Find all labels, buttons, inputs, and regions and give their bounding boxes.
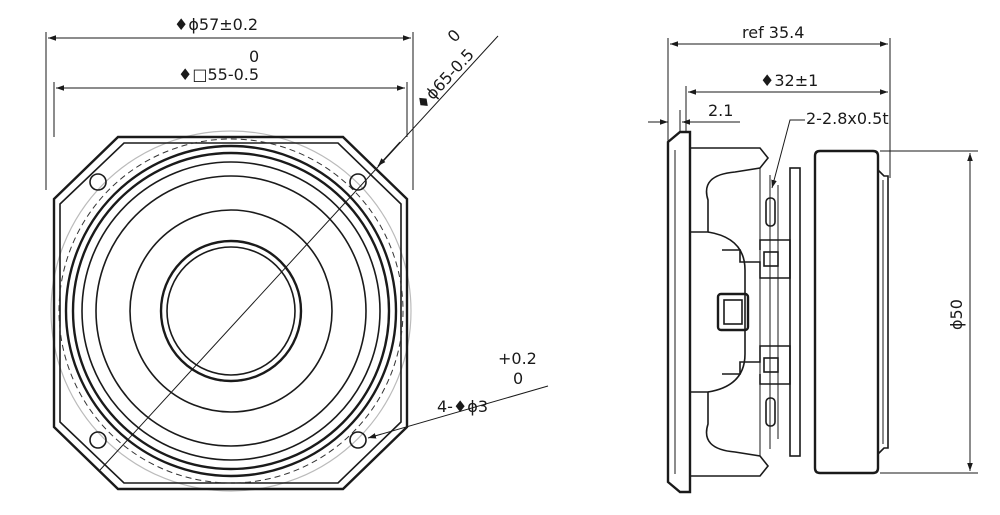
front-ring-4 (95, 175, 367, 447)
side-magnet-cap (877, 169, 889, 455)
side-basket-bottom (690, 391, 770, 477)
dim-text-55-tol: 0 (249, 47, 259, 66)
mount-hole-tr (349, 173, 367, 191)
front-dashed-circle (58, 138, 404, 484)
terminal-lug-bottom (722, 345, 791, 385)
front-ring-2 (71, 151, 391, 471)
dim-text-holes-tol-bottom: 0 (513, 369, 523, 388)
terminal-lug-top (722, 239, 791, 279)
dim-text-ref: ref 35.4 (742, 23, 804, 42)
front-ring-6 (159, 239, 303, 383)
terminal-lug-bottom-sq (763, 357, 779, 373)
dim-text-holes-tol-top: +0.2 (498, 349, 537, 368)
terminal-slot-top (765, 197, 776, 227)
diag-arrow-head (377, 141, 401, 167)
dim-text-65: ♦ϕ65-0.5 (412, 45, 478, 114)
side-basket-top (690, 147, 770, 233)
dim-text-55: ♦□55-0.5 (178, 65, 259, 84)
front-frame-outer (52, 135, 409, 491)
terminal-slot-bottom (765, 397, 776, 427)
diag-dim-line (99, 35, 499, 471)
dim-text-holes: 4-♦ϕ3 (437, 397, 488, 416)
front-view: ♦ϕ57±0.2 0 ♦□55-0.5 0 ♦ϕ65-0.5 +0.2 4-♦ϕ… (45, 15, 549, 492)
front-ghost-circle (50, 130, 412, 492)
side-view: ref 35.4 ♦32±1 2.1 2-2.8x0.5t ϕ50 (648, 23, 978, 494)
mount-hole-br (349, 431, 367, 449)
mount-hole-bl (89, 431, 107, 449)
side-flange (666, 130, 692, 494)
hole-leader (367, 385, 549, 439)
side-magnet (813, 149, 880, 475)
dim-text-32: ♦32±1 (760, 71, 818, 90)
side-vent (716, 292, 750, 332)
terminal-lug-top-sq (763, 251, 779, 267)
front-ring-3 (81, 161, 381, 461)
front-ring-7 (166, 246, 296, 376)
side-vent-inner (723, 299, 743, 325)
front-frame-inner (59, 142, 402, 484)
dim-text-50: ϕ50 (947, 299, 966, 330)
terminal-leader (771, 119, 805, 189)
front-ring-1 (64, 144, 398, 478)
dim-text-terminal: 2-2.8x0.5t (806, 109, 889, 128)
dim-text-65-tol: 0 (444, 26, 465, 46)
side-backplate (789, 167, 801, 457)
mount-hole-tl (89, 173, 107, 191)
dim-text-57: ♦ϕ57±0.2 (174, 15, 258, 34)
dim-text-flange: 2.1 (708, 101, 733, 120)
side-basket-body (707, 231, 746, 393)
front-ring-5 (129, 209, 333, 413)
